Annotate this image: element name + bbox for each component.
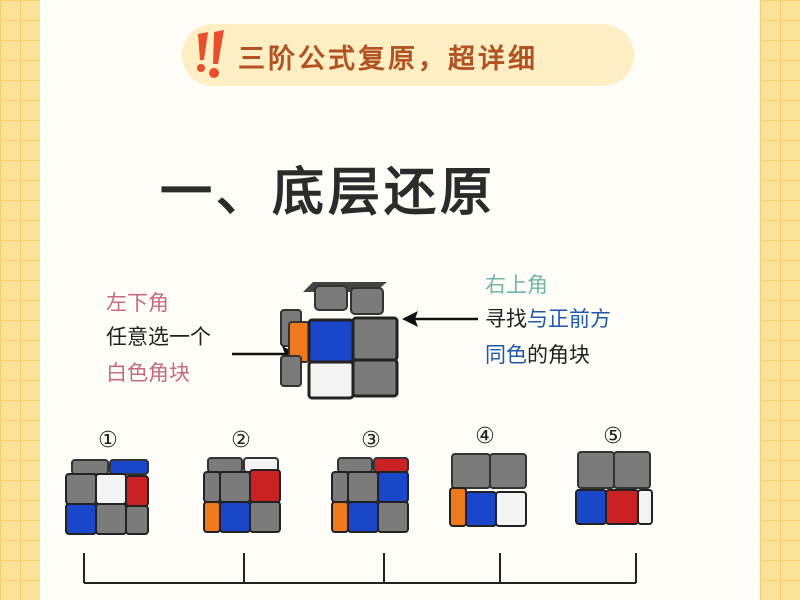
header-banner [182, 24, 634, 86]
cube-step-1 [65, 459, 149, 535]
cube-large [280, 282, 399, 400]
step-number-5: ⑤ [603, 424, 623, 449]
cube-step-2 [203, 457, 281, 533]
step-number-4: ④ [475, 424, 495, 449]
steps-bracket [83, 553, 637, 584]
banner-title: 三阶公式复原，超详细 [238, 44, 538, 75]
right-note-text-b: 与正前方 [527, 307, 611, 331]
right-note-text-d: 的角块 [527, 343, 590, 367]
right-note-title: 右上角 [485, 273, 548, 297]
step-number-3: ③ [361, 428, 381, 453]
left-note-title: 左下角 [106, 291, 169, 315]
grid-paper-border-left [0, 0, 40, 600]
cube-step-5 [575, 451, 653, 525]
double-exclamation-icon [197, 30, 224, 78]
step-number-2: ② [231, 428, 251, 453]
arrow-to-cube-right [402, 311, 478, 327]
right-note-line2: 寻找与正前方 [485, 302, 611, 336]
cube-step-3 [331, 457, 409, 533]
right-note-text-c: 同色 [485, 343, 527, 367]
left-note-text: 任意选一个 [106, 325, 211, 349]
step-number-1: ① [98, 428, 118, 453]
right-note-text-a: 寻找 [485, 307, 527, 331]
cube-step-4 [449, 453, 527, 527]
left-note-highlight: 白色角块 [106, 361, 190, 385]
right-note-line3: 同色的角块 [485, 338, 590, 372]
grid-paper-border-right [760, 0, 800, 600]
section-title: 一、底层还原 [160, 163, 497, 223]
